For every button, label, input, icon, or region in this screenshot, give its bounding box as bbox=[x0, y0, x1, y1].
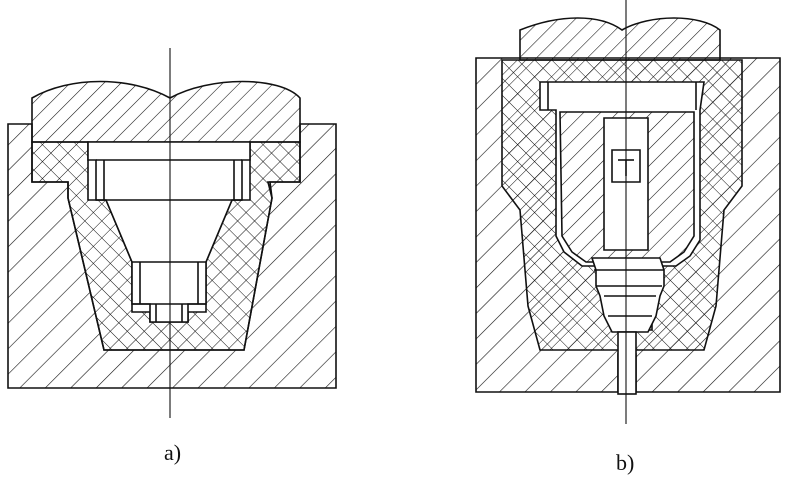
cap-b bbox=[519, 17, 721, 61]
panel-b-label: b) bbox=[616, 450, 635, 475]
cap-a bbox=[31, 80, 301, 143]
panel-b bbox=[475, 0, 781, 424]
panel-a bbox=[7, 48, 337, 418]
panel-a-label: a) bbox=[164, 440, 182, 465]
